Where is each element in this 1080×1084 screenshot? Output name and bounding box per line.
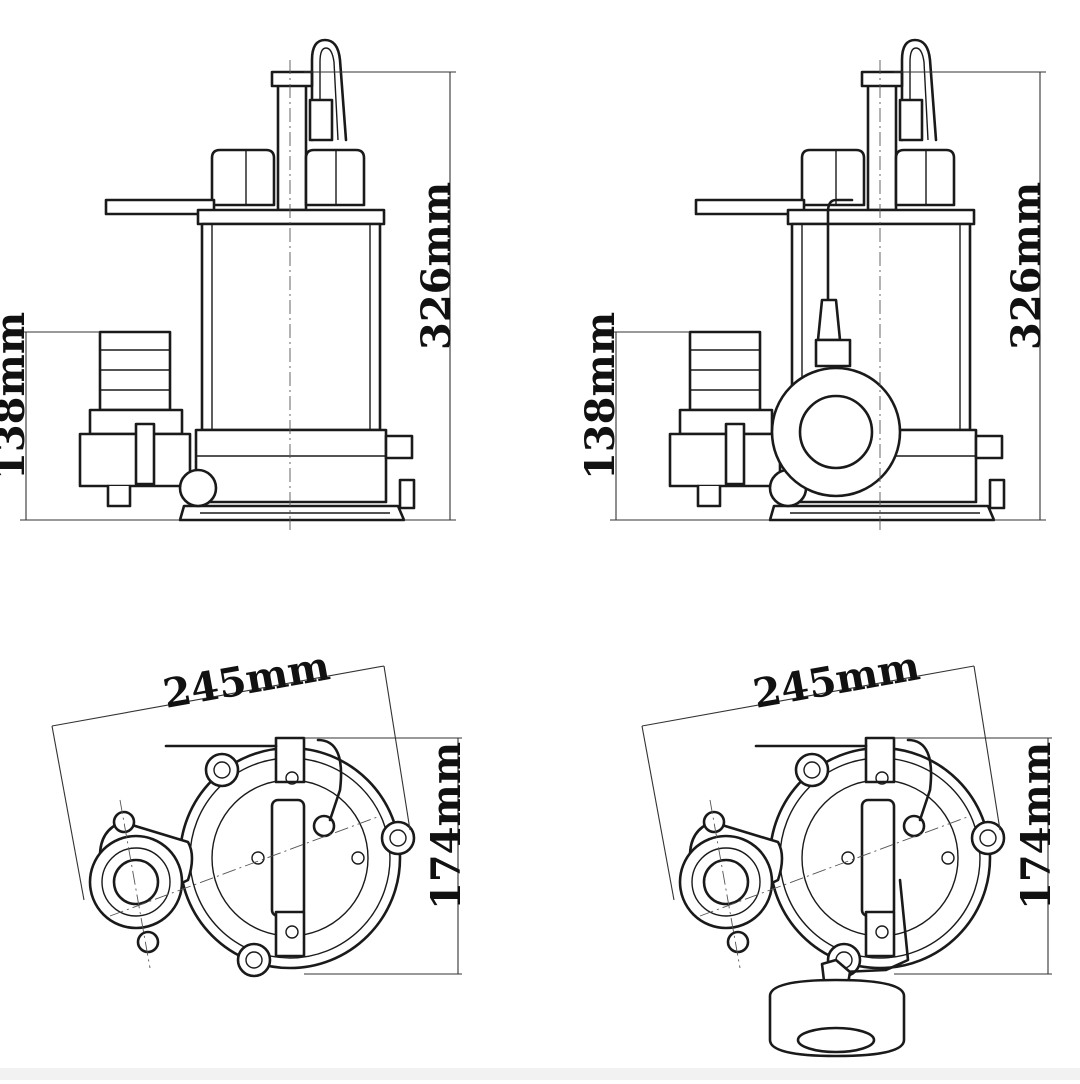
- top-view-standard: [51, 665, 462, 978]
- depth-dimension-label: 174mm: [423, 742, 470, 910]
- bottom-strip: [0, 1068, 1080, 1080]
- width-dimension-label-float: 245mm: [750, 642, 924, 717]
- depth-dimension-label-float: 174mm: [1013, 742, 1060, 910]
- outlet-height-dimension-label: 138mm: [0, 312, 34, 480]
- outlet-height-dimension-label-float: 138mm: [577, 312, 624, 480]
- height-dimension-label-float: 326mm: [1003, 182, 1050, 350]
- width-dimension-label: 245mm: [160, 642, 334, 717]
- top-view-float: [641, 665, 1052, 1058]
- side-view-float: [610, 38, 1046, 534]
- side-view-standard: [20, 38, 456, 534]
- height-dimension-label: 326mm: [413, 182, 460, 350]
